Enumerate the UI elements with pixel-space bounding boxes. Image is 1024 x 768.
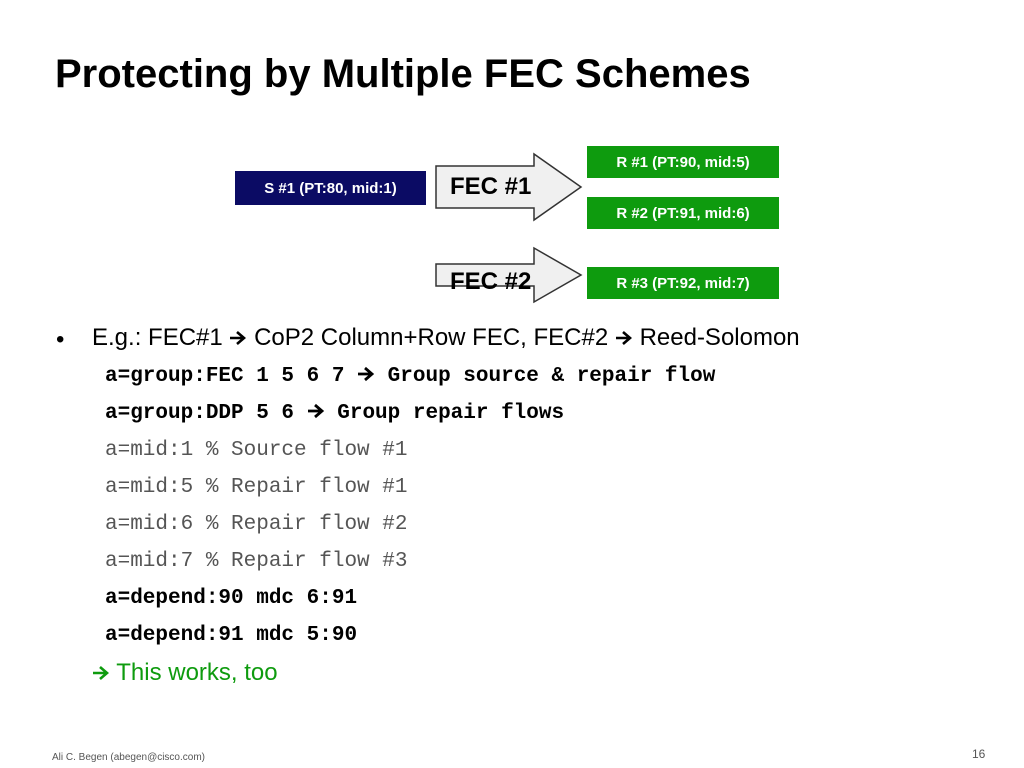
code-line-1-cmd: a=group:FEC 1 5 6 7 <box>105 365 345 388</box>
bullet-prefix: E.g.: FEC#1 <box>92 324 223 351</box>
repair-flow-label-2: R #2 (PT:91, mid:6) <box>616 204 750 222</box>
code-line-2: a=group:DDP 5 6 Group repair flows <box>105 402 564 425</box>
right-arrow-icon <box>307 403 324 419</box>
fec2-label: FEC #2 <box>450 268 532 295</box>
source-flow-label: S #1 (PT:80, mid:1) <box>264 179 397 197</box>
fec1-label: FEC #1 <box>450 173 532 200</box>
code-line-4: a=mid:5 % Repair flow #1 <box>105 476 408 499</box>
conclusion-text: This works, too <box>116 659 278 686</box>
page-number: 16 <box>972 747 986 761</box>
code-line-8: a=depend:91 mdc 5:90 <box>105 624 358 647</box>
code-line-2-cmd: a=group:DDP 5 6 <box>105 402 295 425</box>
bullet-dot: • <box>56 326 65 353</box>
right-arrow-icon <box>230 331 247 345</box>
code-line-5: a=mid:6 % Repair flow #2 <box>105 513 408 536</box>
bullet-middle: CoP2 Column+Row FEC, FEC#2 <box>254 324 609 351</box>
right-arrow-icon <box>358 366 375 382</box>
repair-flow-box-2: R #2 (PT:91, mid:6) <box>587 197 779 229</box>
right-arrow-icon <box>93 666 109 680</box>
code-line-1-comment: Group source & repair flow <box>387 365 716 388</box>
code-line-3: a=mid:1 % Source flow #1 <box>105 439 408 462</box>
repair-flow-box-1: R #1 (PT:90, mid:5) <box>587 146 779 178</box>
code-line-2-comment: Group repair flows <box>337 402 565 425</box>
conclusion: This works, too <box>92 659 278 687</box>
repair-flow-label-1: R #1 (PT:90, mid:5) <box>616 153 750 171</box>
bullet-text: E.g.: FEC#1 CoP2 Column+Row FEC, FEC#2 R… <box>92 324 800 352</box>
slide-title: Protecting by Multiple FEC Schemes <box>55 52 751 96</box>
fec1-arrow <box>435 152 583 222</box>
repair-flow-box-3: R #3 (PT:92, mid:7) <box>587 267 779 299</box>
code-line-1: a=group:FEC 1 5 6 7 Group source & repai… <box>105 365 715 388</box>
code-line-7: a=depend:90 mdc 6:91 <box>105 587 358 610</box>
right-arrow-icon <box>615 331 632 345</box>
repair-flow-label-3: R #3 (PT:92, mid:7) <box>616 274 750 292</box>
code-line-6: a=mid:7 % Repair flow #3 <box>105 550 408 573</box>
bullet-suffix: Reed-Solomon <box>639 324 800 351</box>
footer-author: Ali C. Begen (abegen@cisco.com) <box>52 752 205 763</box>
fec2-arrow <box>435 246 583 304</box>
source-flow-box: S #1 (PT:80, mid:1) <box>235 171 426 205</box>
